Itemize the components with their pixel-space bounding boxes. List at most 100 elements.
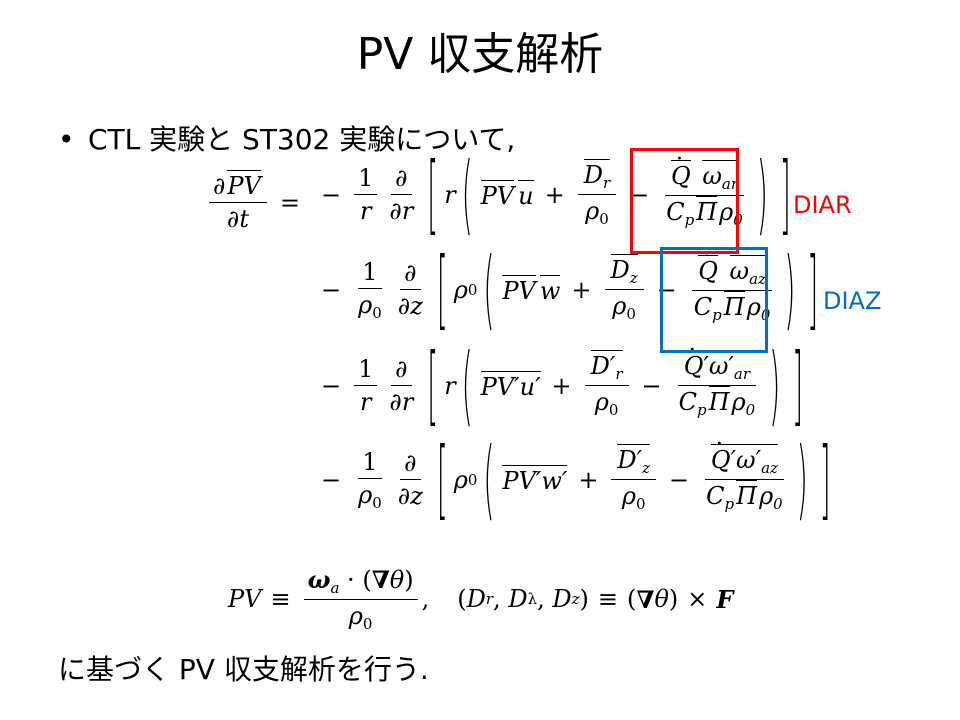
math-symbol: × bbox=[687, 585, 708, 613]
math-symbol: C bbox=[678, 388, 697, 416]
equation-row-4: − 1ρ0 ∂∂z [ ρ0 ( PV′w′ + D′zρ0 − Q′ω′azC… bbox=[312, 428, 837, 530]
math-symbol: C bbox=[693, 293, 713, 321]
math-symbol: D bbox=[552, 585, 572, 613]
math-symbol: Q bbox=[698, 242, 718, 285]
math-symbol: ′ bbox=[636, 446, 643, 474]
math-symbol: , bbox=[537, 585, 545, 613]
math-symbol: r bbox=[615, 365, 623, 383]
math-symbol: ∇ bbox=[636, 584, 655, 614]
math-symbol: r bbox=[485, 590, 494, 608]
math-symbol: Q bbox=[671, 147, 691, 190]
math-symbol: z bbox=[642, 459, 651, 477]
math-symbol: ω bbox=[736, 446, 756, 474]
math-symbol: D bbox=[583, 161, 603, 189]
math-symbol: ∂ bbox=[397, 482, 411, 510]
math-symbol: 0 bbox=[608, 401, 619, 419]
math-symbol: ′ bbox=[728, 352, 734, 380]
math-symbol: ρ bbox=[621, 482, 636, 510]
math-symbol: ar bbox=[721, 175, 739, 193]
math-symbol: , bbox=[493, 585, 501, 613]
math-symbol: az bbox=[749, 270, 766, 288]
math-symbol: F bbox=[716, 584, 734, 614]
math-symbol: D bbox=[466, 585, 486, 613]
math-symbol: t bbox=[239, 205, 249, 233]
math-symbol: ] bbox=[819, 428, 831, 531]
math-symbol: Π bbox=[708, 386, 730, 416]
math-symbol: C bbox=[666, 198, 685, 226]
math-symbol: 0 bbox=[362, 615, 373, 633]
math-symbol: − bbox=[321, 465, 342, 494]
math-symbol: − bbox=[321, 275, 342, 304]
math-symbol: ρ bbox=[453, 275, 468, 304]
math-symbol: ) bbox=[668, 585, 679, 613]
math-symbol: u bbox=[519, 372, 536, 401]
math-symbol: ) bbox=[796, 428, 808, 531]
math-symbol: θ bbox=[389, 566, 405, 594]
math-symbol: ( bbox=[627, 585, 637, 613]
math-symbol: ar bbox=[733, 365, 751, 383]
math-symbol: 0 bbox=[773, 495, 783, 513]
math-symbol: 0 bbox=[372, 493, 382, 512]
math-symbol: 0 bbox=[599, 210, 609, 228]
math-symbol: = bbox=[279, 188, 301, 217]
math-symbol: r bbox=[444, 371, 456, 400]
math-symbol: D bbox=[617, 446, 637, 474]
math-symbol: ) bbox=[784, 238, 796, 341]
math-symbol: ) bbox=[769, 334, 781, 437]
math-symbol: ∂ bbox=[389, 388, 402, 416]
math-symbol: 1 bbox=[354, 355, 378, 386]
math-symbol: ω bbox=[307, 565, 331, 594]
math-symbol: 0 bbox=[636, 495, 646, 513]
math-symbol: C bbox=[706, 482, 725, 510]
equation-lhs: ∂PV∂t = bbox=[205, 170, 309, 233]
math-symbol: − bbox=[641, 371, 662, 400]
math-symbol: z bbox=[410, 292, 423, 320]
math-symbol: ω bbox=[729, 257, 750, 285]
math-symbol: ′ bbox=[609, 352, 616, 380]
math-symbol: ρ bbox=[358, 480, 373, 509]
math-symbol: PV bbox=[227, 170, 261, 200]
math-symbol: + bbox=[544, 180, 565, 209]
math-symbol: ( bbox=[457, 585, 467, 613]
math-symbol: ) bbox=[756, 143, 768, 246]
math-symbol: λ bbox=[527, 590, 538, 608]
math-symbol: Π bbox=[723, 291, 745, 321]
math-symbol: 0 bbox=[745, 401, 756, 419]
math-symbol: ( bbox=[483, 428, 495, 531]
math-symbol: p bbox=[684, 211, 695, 229]
math-symbol: ) bbox=[579, 585, 589, 613]
math-symbol: · bbox=[347, 566, 355, 594]
diar-highlight-box bbox=[630, 148, 739, 254]
math-symbol: + bbox=[571, 275, 592, 304]
math-symbol: ω bbox=[708, 352, 729, 380]
math-symbol: ρ bbox=[358, 290, 373, 319]
math-symbol: 0 bbox=[467, 280, 478, 299]
math-symbol: ) bbox=[404, 566, 414, 594]
math-symbol: 1 bbox=[358, 258, 382, 289]
conclusion-text: に基づく PV 収支解析を行う. bbox=[58, 653, 429, 686]
math-symbol: p bbox=[712, 306, 722, 324]
math-symbol: ρ bbox=[759, 482, 774, 510]
math-symbol: ] bbox=[792, 334, 804, 437]
math-symbol: ρ bbox=[719, 198, 734, 226]
math-symbol: ω bbox=[702, 162, 722, 190]
math-symbol: ] bbox=[779, 143, 791, 246]
bullet-item: •CTL 実験と ST302 実験について, bbox=[58, 118, 515, 158]
diar-label: DIAR bbox=[793, 191, 852, 219]
math-symbol: a bbox=[330, 579, 340, 597]
math-symbol: 0 bbox=[372, 303, 382, 322]
math-symbol: ( bbox=[483, 238, 495, 341]
math-symbol: ∂ bbox=[400, 449, 421, 480]
math-symbol: PV bbox=[480, 179, 515, 210]
math-symbol: ρ bbox=[612, 292, 627, 320]
math-symbol: ′ bbox=[514, 372, 520, 401]
math-symbol: [ bbox=[427, 334, 439, 437]
math-symbol: p bbox=[724, 495, 735, 513]
math-symbol: w bbox=[539, 274, 561, 305]
math-symbol: ′ bbox=[755, 446, 762, 474]
math-symbol: , bbox=[421, 585, 430, 613]
math-symbol: w bbox=[541, 466, 562, 495]
math-symbol: ρ bbox=[731, 388, 746, 416]
